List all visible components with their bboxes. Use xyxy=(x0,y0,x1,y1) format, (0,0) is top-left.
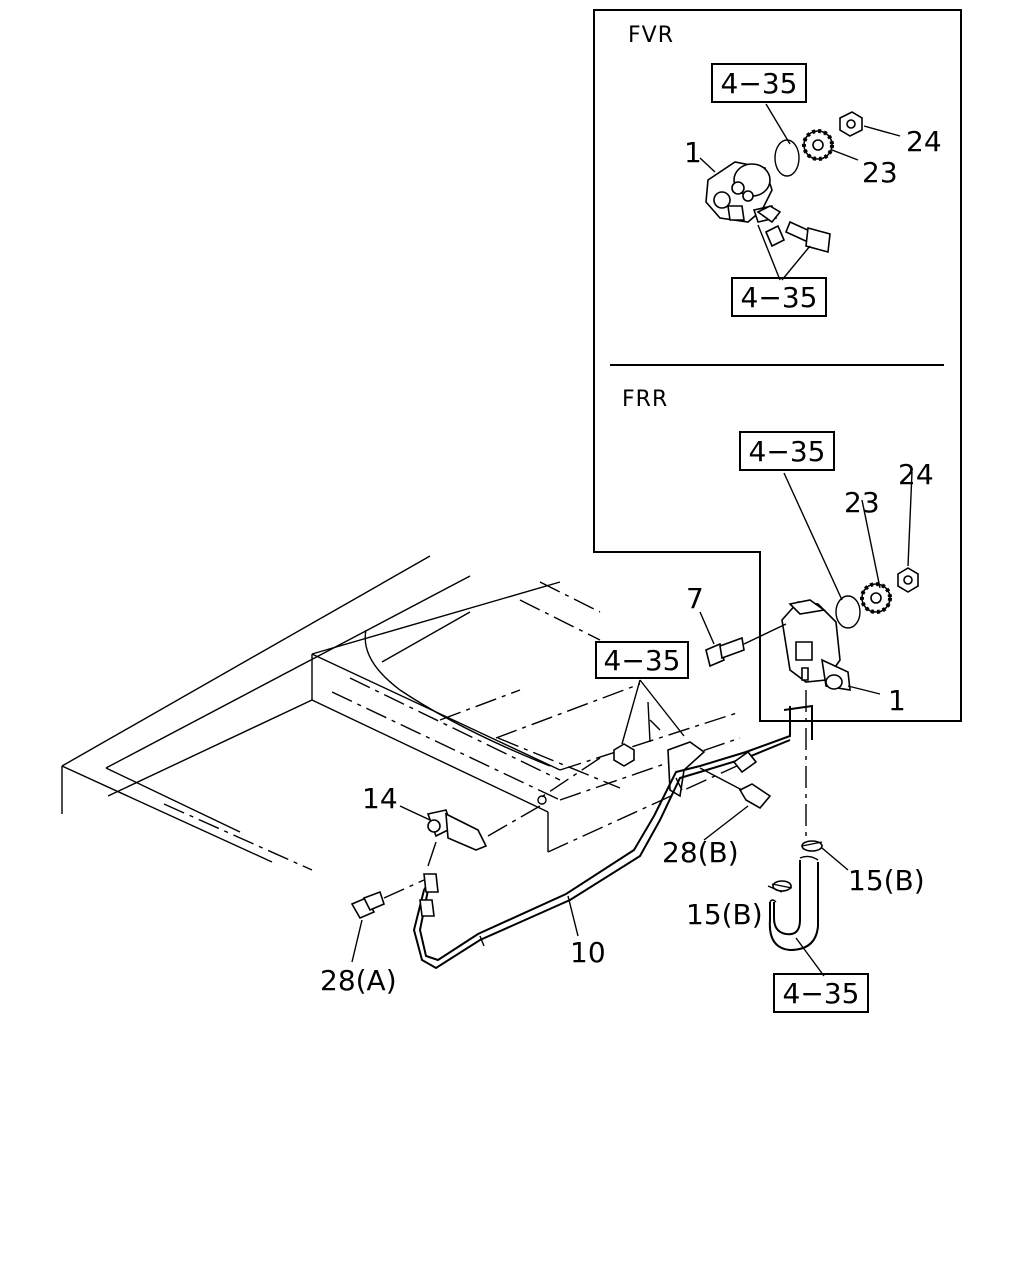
pipe-10-label: 10 xyxy=(570,936,606,969)
fvr-assembly: 4−35 xyxy=(699,63,901,317)
fuel-pipe-10 xyxy=(412,704,813,970)
main-bracket-ref-box xyxy=(595,641,689,679)
hose-ref-text: 4−35 xyxy=(783,977,860,1010)
main-bracket-ref-text: 4−35 xyxy=(604,644,681,677)
bolt-28b-label: 28(B) xyxy=(662,836,739,869)
fvr-gear-label: 23 xyxy=(862,156,898,189)
frr-gear-icon xyxy=(860,582,892,614)
clip-15b-left-label: 15(B) xyxy=(686,898,763,931)
section-fvr-label: FVR xyxy=(628,23,674,48)
fvr-bolt-icon xyxy=(784,220,831,254)
hose-assembly xyxy=(768,690,823,952)
frame-nut-icon xyxy=(613,743,635,767)
pipe-fitting-icon xyxy=(419,750,758,917)
fvr-pump-body-icon xyxy=(705,161,778,223)
clip-15b-right-icon xyxy=(801,840,823,852)
fvr-pump-label: 1 xyxy=(684,136,702,169)
fvr-bottom-ref-box xyxy=(731,277,827,317)
fvr-nut-icon xyxy=(839,111,863,137)
bolt-28b-icon xyxy=(699,767,772,810)
fvr-gear-icon xyxy=(802,129,834,161)
main-bracket-ref: 4−35 xyxy=(537,641,706,805)
pump-1-label: 1 xyxy=(888,684,906,717)
fvr-top-ref-box xyxy=(711,63,807,103)
part-14-icon xyxy=(426,805,541,867)
frr-o-ring xyxy=(835,595,861,629)
bolt-28a-label: 28(A) xyxy=(320,964,397,997)
frr-top-ref-box xyxy=(739,431,835,471)
fvr-nut-label: 24 xyxy=(906,125,942,158)
frr-nut-icon xyxy=(897,567,919,593)
inset-frame xyxy=(593,9,962,722)
part-14-label: 14 xyxy=(362,782,398,815)
chassis-frame xyxy=(61,555,751,871)
section-frr-label: FRR xyxy=(622,387,668,412)
hose-ref-box xyxy=(773,973,869,1013)
fvr-washer xyxy=(756,205,782,224)
frr-assembly: 4−35 xyxy=(699,431,919,695)
bolt-7-icon xyxy=(705,636,745,668)
frr-gear-label: 23 xyxy=(844,486,880,519)
fvr-washer-2 xyxy=(764,224,786,248)
clip-15b-right-label: 15(B) xyxy=(848,864,925,897)
bolt-7-label: 7 xyxy=(686,582,704,615)
bracket-plate-icon xyxy=(647,701,706,798)
fvr-o-ring xyxy=(774,139,800,177)
fvr-top-ref-text: 4−35 xyxy=(721,67,798,100)
clip-15b-left-icon xyxy=(771,880,793,892)
frr-top-ref-text: 4−35 xyxy=(749,435,826,468)
frr-nut-label: 24 xyxy=(898,458,934,491)
bolt-28a-icon xyxy=(350,879,425,920)
frr-pump-body-icon xyxy=(781,599,851,691)
fvr-bottom-ref-text: 4−35 xyxy=(741,281,818,314)
